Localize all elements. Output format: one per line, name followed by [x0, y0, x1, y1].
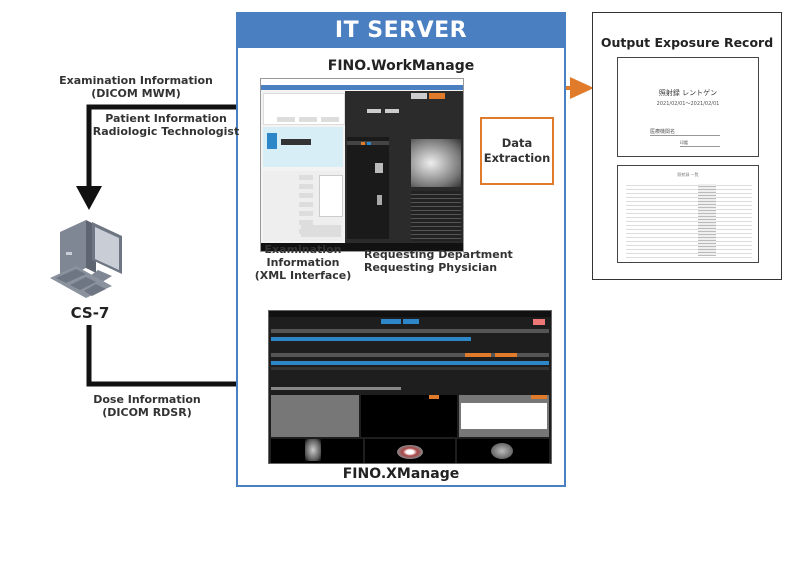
arrow-mwm — [86, 104, 258, 186]
label-line: (DICOM RDSR) — [102, 406, 192, 419]
workmanage-screenshot — [260, 78, 464, 252]
table-page-title: 照射録 一覧 — [677, 172, 699, 177]
label-line: Requesting Department — [364, 248, 513, 261]
label-exam-info-mwm: Examination Information (DICOM MWM) — [36, 74, 236, 100]
cs7-label: CS-7 — [70, 304, 110, 322]
xmanage-label: FINO.XManage — [342, 466, 460, 482]
data-extraction-box: Data Extraction — [480, 117, 554, 185]
arrow-dose — [86, 325, 244, 387]
label-line: Examination — [264, 243, 342, 256]
output-exposure-record: Output Exposure Record 照射録 レントゲン 2021/02… — [592, 12, 782, 280]
cover-heading: 照射録 レントゲン — [658, 89, 718, 97]
label-line: Requesting Physician — [364, 261, 498, 274]
it-server-title: IT SERVER — [238, 14, 564, 48]
record-table-column — [698, 184, 716, 256]
label-line: Radiologic Technologist — [92, 125, 240, 138]
label-line: Information — [266, 256, 340, 269]
output-title: Output Exposure Record — [600, 35, 774, 50]
label-line: (DICOM MWM) — [91, 87, 181, 100]
label-line: Examination Information — [59, 74, 213, 87]
record-cover-page: 照射録 レントゲン 2021/02/01〜2021/02/01 医療機関名 印鑑 — [617, 57, 759, 157]
label-line: Patient Information — [105, 112, 227, 125]
label-line: Data — [501, 136, 533, 150]
arrow-to-output-head — [570, 77, 594, 99]
cover-date-range: 2021/02/01〜2021/02/01 — [656, 101, 720, 107]
it-server-box: IT SERVER FINO.WorkManage — [236, 12, 566, 487]
arrow-mwm-head — [76, 186, 102, 210]
label-dose-info: Dose Information (DICOM RDSR) — [72, 393, 222, 419]
cover-signature-label: 医療機関名 — [650, 128, 720, 136]
record-table-rows — [626, 182, 752, 258]
label-exam-info-xml: Examination Information (XML Interface) — [250, 243, 356, 282]
label-req-dept-phys: Requesting Department Requesting Physici… — [364, 248, 514, 274]
xmanage-screenshot — [268, 310, 552, 464]
label-line: (XML Interface) — [254, 269, 352, 282]
record-table-page: 照射録 一覧 — [617, 165, 759, 263]
cover-signature-sub: 印鑑 — [680, 140, 720, 147]
workmanage-label: FINO.WorkManage — [327, 58, 475, 74]
label-line: Dose Information — [93, 393, 201, 406]
label-patient-tech: Patient Information Radiologic Technolog… — [86, 112, 246, 138]
label-line: Extraction — [483, 151, 551, 165]
workstation-icon — [50, 220, 122, 298]
